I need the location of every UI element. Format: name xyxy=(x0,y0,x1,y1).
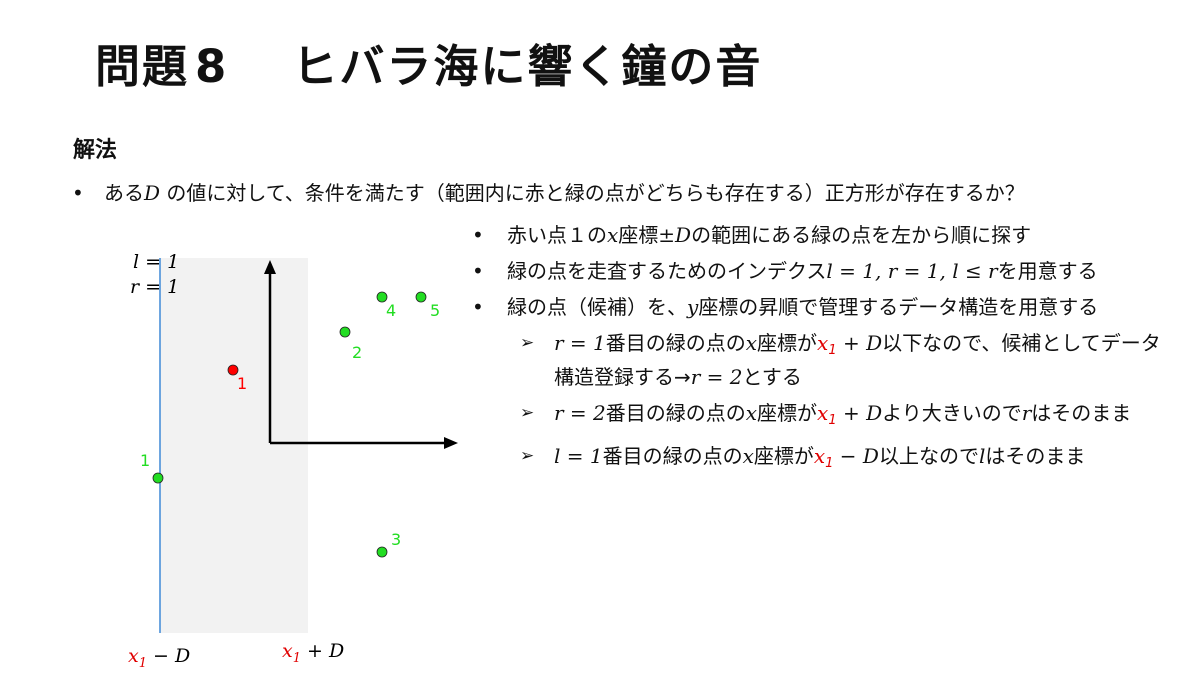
green-point-3 xyxy=(376,546,388,558)
red-point-1 xyxy=(227,364,239,376)
explanation-list: • 赤い点１のx座標±Dの範囲にある緑の点を左から順に探す • 緑の点を走査する… xyxy=(472,222,1172,486)
title-problem: 問題 xyxy=(95,40,190,93)
index-r-label: r = 1 xyxy=(130,276,179,298)
green-point-5 xyxy=(415,291,427,303)
red-point-label: 1 xyxy=(237,374,247,393)
arrow-bullet-icon: ➢ xyxy=(520,446,535,466)
main-bullet: • あるD の値に対して、条件を満たす（範囲内に赤と緑の点がどちらも存在する）正… xyxy=(72,180,1082,207)
index-l-label: l = 1 xyxy=(133,251,179,273)
y-axis-arrowhead xyxy=(264,260,276,274)
right-bound-label: x1 + D xyxy=(282,640,344,666)
search-range-area xyxy=(160,258,308,633)
green-point-label-3: 3 xyxy=(391,530,401,549)
green-point-label-5: 5 xyxy=(430,301,440,320)
bullet-dot: • xyxy=(472,259,484,283)
title-number: 8 xyxy=(195,40,229,93)
range-diagram: l = 1 r = 1 1 1 2 3 4 5 x1 − D x1 + D xyxy=(128,251,458,671)
explanation-item-2: • 緑の点を走査するためのインデクスl = 1, r = 1, l ≤ rを用意… xyxy=(472,259,1098,283)
green-point-1 xyxy=(152,472,164,484)
bullet-dot: • xyxy=(472,223,484,247)
explanation-item-3: • 緑の点（候補）を、y座標の昇順で管理するデータ構造を用意する xyxy=(472,295,1099,319)
step-item-3: ➢ l = 1番目の緑の点のx座標がx1 − D以上なのでlはそのまま xyxy=(520,444,1086,471)
green-point-label-2: 2 xyxy=(352,343,362,362)
x-axis-arrowhead xyxy=(444,437,458,449)
step-item-2: ➢ r = 2番目の緑の点のx座標がx1 + Dより大きいのでrはそのまま xyxy=(520,401,1132,428)
green-point-4 xyxy=(376,291,388,303)
explanation-item-1: • 赤い点１のx座標±Dの範囲にある緑の点を左から順に探す xyxy=(472,223,1032,247)
arrow-bullet-icon: ➢ xyxy=(520,403,535,423)
green-point-2 xyxy=(339,326,351,338)
step-item-1: ➢ r = 1番目の緑の点のx座標がx1 + D以下なので、候補としてデータ構造… xyxy=(520,331,1161,389)
main-bullet-text: あるD の値に対して、条件を満たす（範囲内に赤と緑の点がどちらも存在する）正方形… xyxy=(104,181,1025,205)
left-bound-label: x1 − D xyxy=(128,645,190,671)
green-point-label-1: 1 xyxy=(140,451,150,470)
title-subtitle: ヒバラ海に響く鐘の音 xyxy=(292,40,763,93)
bullet-dot: • xyxy=(72,181,84,205)
section-heading: 解法 xyxy=(73,138,118,163)
bullet-dot: • xyxy=(472,295,484,319)
green-point-label-4: 4 xyxy=(386,301,396,320)
arrow-bullet-icon: ➢ xyxy=(520,333,535,353)
